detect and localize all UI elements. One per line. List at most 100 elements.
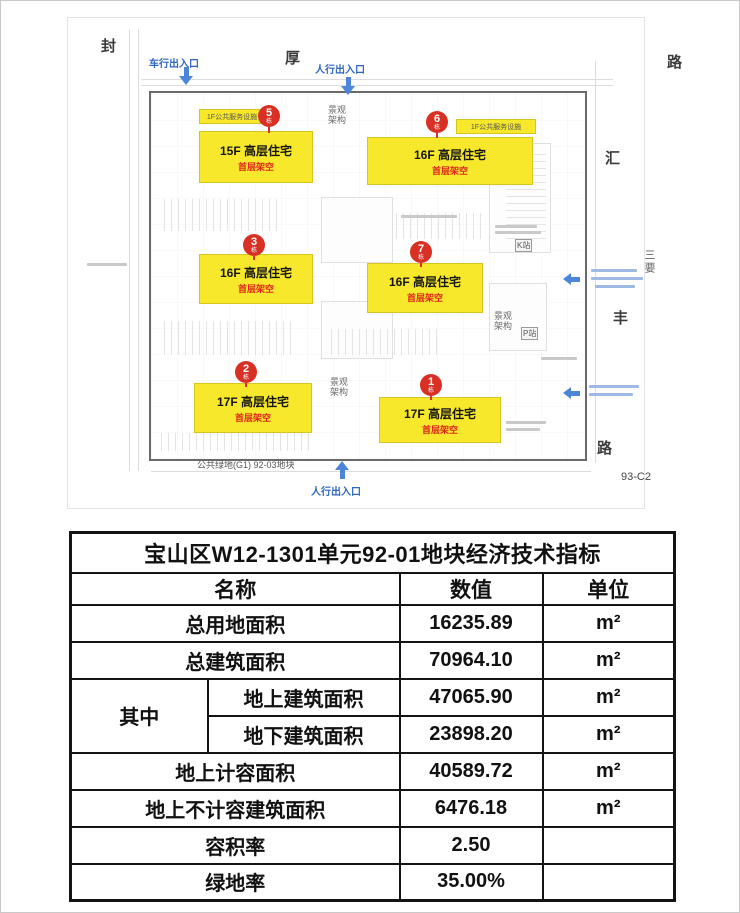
building-3-label: 16F 高层住宅 <box>219 265 292 280</box>
fine-print-bar <box>591 269 637 272</box>
row-name: 地下建筑面积 <box>206 714 401 754</box>
building-6-note: 首层架空 <box>431 165 468 176</box>
building-1-badge: 1 栋 <box>420 374 442 396</box>
street-name-right-top: 汇 <box>605 150 621 167</box>
badge-unit: 栋 <box>265 118 272 125</box>
table-row: 绿地率 35.00% <box>69 862 676 902</box>
road-line-top <box>141 79 613 80</box>
pedestrian-entrance-bottom-label: 人行出入口 <box>311 487 361 498</box>
building-3-badge: 3 栋 <box>243 234 265 256</box>
fine-print-bar <box>401 215 457 218</box>
arrow-head-left <box>563 387 571 399</box>
road-line-left <box>129 29 130 471</box>
arrow-head-down <box>179 76 193 85</box>
badge-number: 1 <box>427 375 435 388</box>
landscape-structure-label: 景观架构 <box>329 377 348 398</box>
building-3-note: 首层架空 <box>237 283 274 294</box>
building-1-label: 17F 高层住宅 <box>403 406 476 421</box>
fine-print-bar <box>589 385 639 388</box>
table-title: 宝山区W12-1301单元92-01地块经济技术指标 <box>69 531 676 574</box>
arrow-stem <box>183 67 189 76</box>
row-value: 70964.10 <box>398 640 544 680</box>
parking-stripes <box>164 199 282 231</box>
badge-unit: 栋 <box>433 124 440 131</box>
row-value: 40589.72 <box>398 751 544 791</box>
building-5-footprint: 15F 高层住宅 首层架空 <box>199 131 313 183</box>
header-unit: 单位 <box>541 571 676 606</box>
pedestrian-entrance-top-arrow-icon <box>341 77 355 95</box>
street-name-right-bottom: 路 <box>597 440 613 457</box>
building-3-footprint: 16F 高层住宅 首层架空 <box>199 254 313 304</box>
building-6-footprint: 16F 高层住宅 首层架空 <box>367 137 533 185</box>
side-exit-lower-arrow-icon <box>563 387 580 399</box>
building-2-badge: 2 栋 <box>235 361 257 383</box>
k-station-label: K站 <box>515 239 533 252</box>
building-7-label: 16F 高层住宅 <box>388 274 461 289</box>
row-value: 35.00% <box>398 862 544 902</box>
badge-unit: 栋 <box>250 247 257 254</box>
street-name-top: 厚 <box>285 50 301 67</box>
adjacent-plot-ref: 93-C2 <box>621 471 651 483</box>
row-unit: m² <box>541 788 676 828</box>
badge-number: 7 <box>417 242 425 255</box>
table-row: 地上计容面积 40589.72 m² <box>69 751 676 791</box>
table-row: 容积率 2.50 <box>69 825 676 865</box>
row-unit <box>541 825 676 865</box>
row-unit: m² <box>541 677 676 717</box>
building-7-badge: 7 栋 <box>410 241 432 263</box>
badge-tail <box>420 263 422 267</box>
row-value: 6476.18 <box>398 788 544 828</box>
pedestrian-entrance-top-label: 人行出入口 <box>315 65 365 76</box>
row-name: 总建筑面积 <box>69 640 401 680</box>
building-2-note: 首层架空 <box>234 412 271 423</box>
building-1-footprint: 17F 高层住宅 首层架空 <box>379 397 501 443</box>
fine-print-bar <box>506 428 540 431</box>
parking-stripes <box>331 329 439 355</box>
vehicle-entrance-arrow-icon <box>179 67 193 85</box>
table-header-row: 名称 数值 单位 <box>69 571 676 606</box>
badge-tail <box>436 133 438 138</box>
row-value: 2.50 <box>398 825 544 865</box>
fine-print-bar <box>589 393 633 396</box>
badge-number: 5 <box>265 106 273 119</box>
fine-print-bar <box>495 225 537 228</box>
row-name: 地上不计容建筑面积 <box>69 788 401 828</box>
street-name-right-mid: 丰 <box>613 310 629 327</box>
arrow-head-up <box>335 461 349 470</box>
road-line-left2 <box>138 29 139 471</box>
row-value: 16235.89 <box>398 603 544 643</box>
building-5-label: 15F 高层住宅 <box>219 143 292 158</box>
building-6-label: 16F 高层住宅 <box>413 147 486 162</box>
badge-number: 6 <box>433 112 441 125</box>
badge-tail <box>268 127 270 133</box>
arrow-head-left <box>563 273 571 285</box>
table-row: 地上不计容建筑面积 6476.18 m² <box>69 788 676 828</box>
road-line-right <box>595 61 596 463</box>
fine-print-bar <box>591 277 643 280</box>
row-group: 其中 <box>69 677 209 754</box>
arrow-stem <box>571 276 580 282</box>
building-5-note: 首层架空 <box>237 161 274 172</box>
table-row: 总用地面积 16235.89 m² <box>69 603 676 643</box>
arrow-stem <box>339 470 345 479</box>
green-space-label: 公共绿地(G1) 92-03地块 <box>197 460 295 470</box>
arrow-head-down <box>341 86 355 95</box>
building-5-badge: 5 栋 <box>258 105 280 127</box>
fine-print-bar <box>595 285 635 288</box>
fine-print-bar <box>87 263 127 266</box>
building-7-footprint: 16F 高层住宅 首层架空 <box>367 263 483 313</box>
parking-stripes <box>164 321 292 355</box>
parking-stripes <box>161 433 311 451</box>
service-facility-strip: 1F公共服务设施 <box>199 109 265 124</box>
landscape-structure-label: 景观架构 <box>493 311 512 332</box>
row-unit: m² <box>541 603 676 643</box>
vehicle-entrance-label: 车行出入口 <box>149 59 199 70</box>
row-unit: m² <box>541 714 676 754</box>
street-name-top-right: 路 <box>667 54 683 71</box>
badge-tail <box>245 383 247 387</box>
badge-tail <box>430 396 432 400</box>
table-row: 地下建筑面积 23898.20 m² <box>71 714 676 754</box>
row-name: 地上计容面积 <box>69 751 401 791</box>
